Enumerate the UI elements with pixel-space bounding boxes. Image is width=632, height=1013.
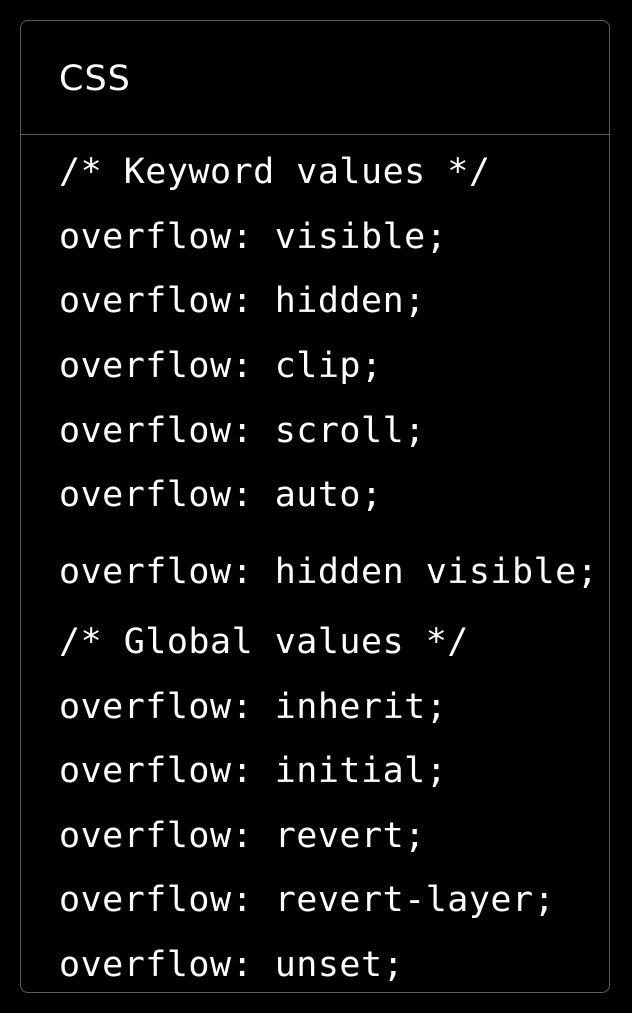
code-line: overflow: unset; bbox=[59, 945, 405, 985]
code-line: overflow: revert-layer; bbox=[59, 880, 556, 920]
code-line: overflow: hidden visible; bbox=[59, 552, 599, 592]
code-language-label: CSS bbox=[59, 59, 131, 99]
code-body[interactable]: /* Keyword values */ overflow: visible; … bbox=[21, 135, 609, 985]
code-example-card: CSS /* Keyword values */ overflow: visib… bbox=[20, 20, 610, 993]
code-line: overflow: revert; bbox=[59, 816, 426, 856]
code-header: CSS bbox=[21, 21, 609, 135]
code-line: overflow: auto; bbox=[59, 475, 383, 515]
code-comment: /* Keyword values */ bbox=[59, 152, 491, 192]
code-comment: /* Global values */ bbox=[59, 622, 469, 662]
code-line: overflow: initial; bbox=[59, 751, 448, 791]
code-line: overflow: clip; bbox=[59, 346, 383, 386]
code-line: overflow: inherit; bbox=[59, 687, 448, 727]
code-line: overflow: hidden; bbox=[59, 281, 426, 321]
code-line: overflow: visible; bbox=[59, 217, 448, 257]
code-line: overflow: scroll; bbox=[59, 411, 426, 451]
